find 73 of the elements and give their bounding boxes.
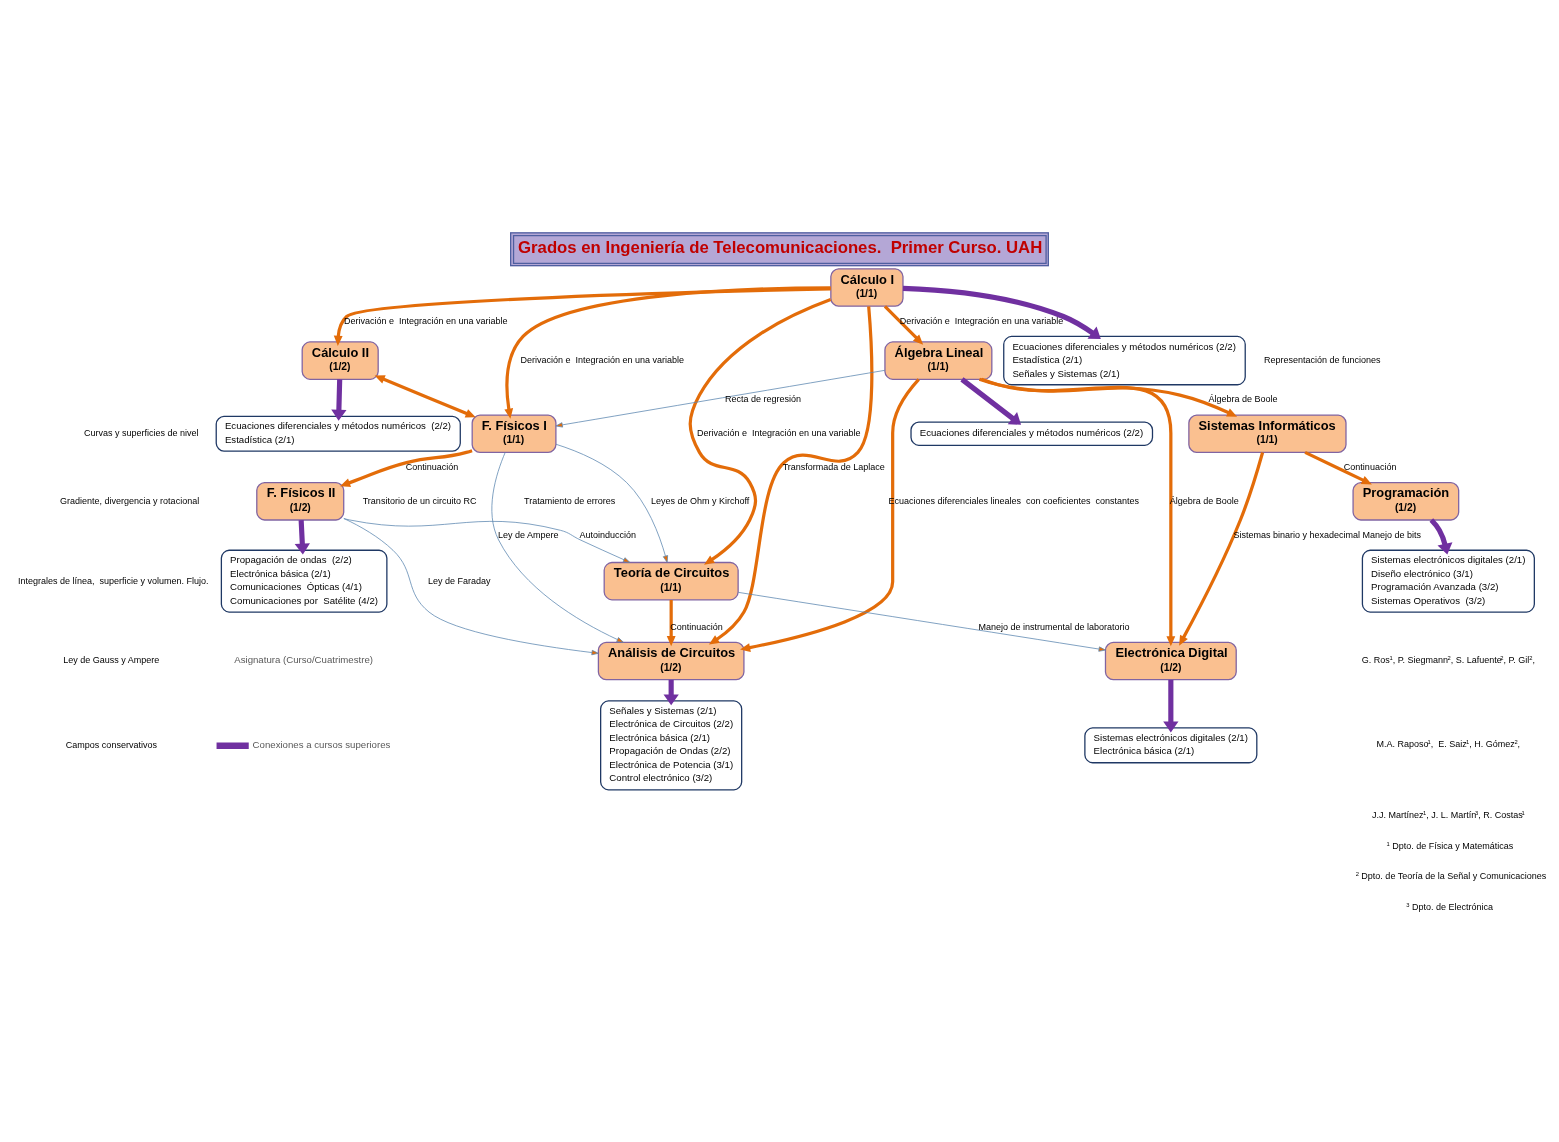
label: Campos conservativos [65,739,157,750]
arrow [883,304,924,345]
arrow [978,377,1238,417]
arrow [343,517,599,655]
edge-label: Manejo de instrumental de laboratorio [978,621,1130,632]
edge-label: Ley de Faraday [428,575,491,586]
node-box: Álgebra Lineal (1/1) [884,340,993,380]
legend-label: Conexiones a cursos superiores [252,738,391,750]
edge-label: Recta de regresión [724,393,801,404]
node-box: Programación (1/2) [1352,481,1460,521]
arrow [902,285,1101,339]
label: Transitorio de un circuito RC [362,495,477,506]
node-box: Propagación de ondas (2/2) Electrónica básica (2/1) Comunicaciones Ópticas (4/1) Comunicaciones por Satélite (4/2) [220,549,388,613]
arrow [1304,450,1372,484]
node-box: Ecuaciones diferenciales y métodos numéricos (2/2) Estadística (2/1) [215,415,461,452]
arrow [491,451,624,643]
arrow [1163,679,1179,732]
node-box: Señales y Sistemas (2/1) Electrónica de Circuitos (2/2) Electrónica básica (2/1) Propagación de Ondas (2/2) Electrónica de Potencia (3/1) Control electrónico (3/2) [600,699,743,790]
label: Representación de funciones [1263,354,1381,365]
label: G. Ros$^{1}$, P. Siegmann$^{2}$, S. Lafuente$^{2}$, P. Gil$^{2}$, [1361,654,1535,665]
label: Gradiente, divergencia y rotacional [60,495,200,506]
node-box: Sistemas electrónicos digitales (2/1) Electrónica básica (2/1) [1084,726,1258,763]
edge-label: Derivación e Integración en una variable [344,315,508,326]
label: $^{1}$ Dpto. de Física y Matemáticas [1386,840,1514,851]
edge-label: Derivación e Integración en una variable [899,315,1064,326]
arrow [331,378,347,421]
node-box: Cálculo I (1/1) [830,267,904,307]
arrow [1179,451,1265,646]
diagram-title: Grados en Ingeniería de Telecomunicaciones. Primer Curso. UAH [518,237,1043,257]
node-box: Electrónica Digital (1/2) [1104,641,1237,680]
node-box: Análisis de Circuitos (1/2) [597,641,745,680]
edge-label: Autoinducción [579,529,637,539]
arrow [666,599,676,646]
arrow [981,377,1176,646]
label: Tratamiento de errores [524,495,616,506]
arrow [688,297,832,565]
node-box: F. Físicos I (1/1) [471,413,557,453]
edge-label: Leyes de Ohm y Kirchoff [650,495,750,506]
label: $^{3}$ Dpto. de Electrónica [1406,901,1493,912]
legend-label: Asignatura (Curso/Cuatrimestre) [234,653,374,665]
arrow [294,519,310,555]
edge-label: Derivación e Integración en una variable [520,354,685,365]
label: Integrales de línea, superficie y volumen. Flujo. [17,575,209,586]
node-box: Ecuaciones diferenciales y métodos numéricos (2/2) Estadística (2/1) Señales y Sistemas (2/1) [1003,335,1246,385]
node-box: Cálculo II (1/2) [301,340,379,380]
arrow [340,448,473,487]
edge-label: Continuación [405,461,459,472]
arrow [555,443,669,563]
label: Curvas y superficies de nivel [83,427,199,438]
node-box: F. Físicos II (1/2) [256,481,345,521]
arrow [960,376,1022,425]
label: M.A. Raposo$^{1}$, E. Saiz$^{1}$, H. Gómez$^{2}$, [1376,738,1521,749]
arrow [504,285,831,419]
arrow [343,517,631,563]
node-box: Teoría de Circuitos (1/1) [603,561,739,600]
node-box: Ecuaciones diferenciales y métodos numéricos (2/2) [910,420,1154,446]
edge-label: Álgebra de Boole [1208,393,1278,404]
edge-label: Transformada de Laplace [782,461,885,472]
arrow [555,369,886,427]
arrow [740,377,920,652]
arrow [737,591,1106,652]
label: $^{2}$ Dpto. de Teoría de la Señal y Comunicaciones [1355,870,1547,881]
node-box: Sistemas electrónicos digitales (2/1) Diseño electrónico (3/1) Programación Avanzada (3/2) Sistemas Operativos (3/2) [1361,549,1535,613]
arrow [333,286,831,346]
arrow [1429,517,1453,554]
node-box: Sistemas Informáticos (1/1) [1188,413,1347,453]
edge-label: Derivación e Integración en una variable [696,427,861,438]
arrow [374,374,476,417]
edge-label: Ley de Ampere [497,529,559,539]
arrow [708,305,874,644]
edge-label: Continuación [1343,461,1397,472]
label: J.J. Martínez$^{1}$, J. L. Martín$^{3}$, R. Costas$^{1}$ [1372,809,1525,820]
label: Ley de Gauss y Ampere [63,654,160,665]
